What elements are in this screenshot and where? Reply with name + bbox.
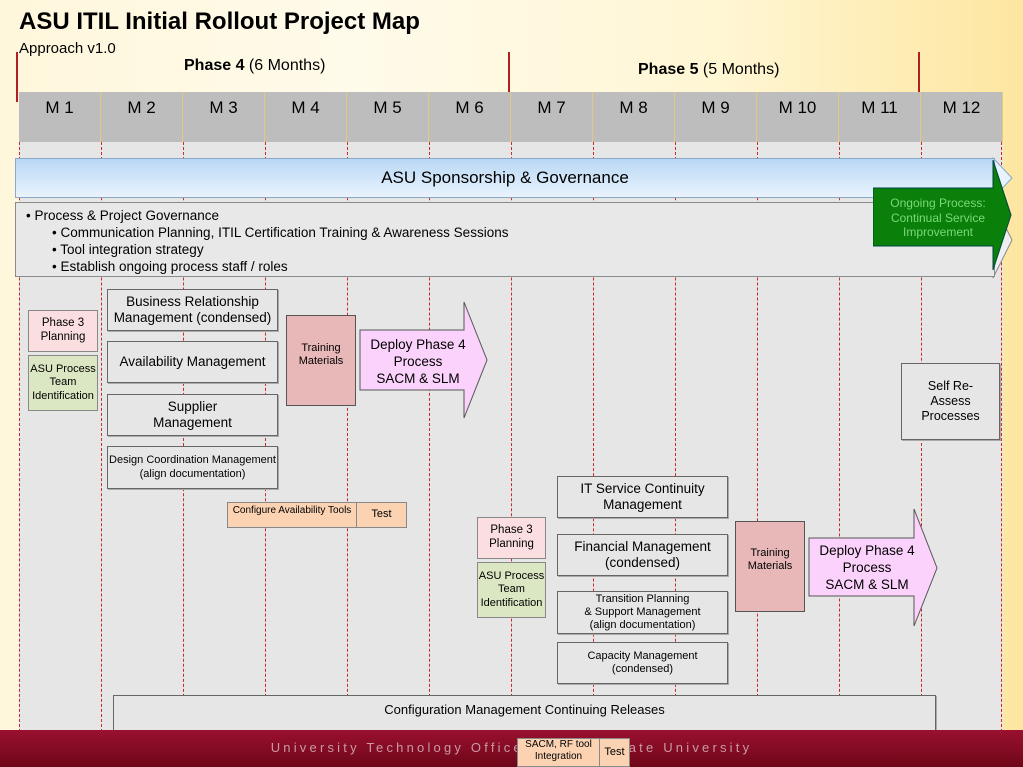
- month-header-4: M 4: [265, 92, 347, 142]
- month-header-7: M 7: [511, 92, 593, 142]
- month-header-12: M 12: [921, 92, 1003, 142]
- phase-4-name: Phase 4: [184, 57, 245, 74]
- financial-box: Financial Management (condensed): [557, 534, 728, 576]
- governance-item-4: Establish ongoing process staff / roles: [26, 258, 994, 275]
- month-divider-line: [347, 142, 348, 732]
- phase5-team-box: ASU Process Team Identification: [477, 562, 546, 618]
- month-header-11: M 11: [839, 92, 921, 142]
- phase5-planning-box: Phase 3 Planning: [477, 517, 546, 559]
- sacm-test-box: Test: [599, 738, 630, 767]
- phase-divider-middle: [508, 52, 510, 102]
- phase-5-label: Phase 5 (5 Months): [638, 61, 779, 79]
- phase-5-duration: (5 Months): [698, 61, 780, 78]
- sacm-tool-box: SACM, RF tool Integration: [517, 738, 600, 767]
- configure-tools-box: Configure Availability Tools: [227, 502, 357, 528]
- month-header-2: M 2: [101, 92, 183, 142]
- phase-4-duration: (6 Months): [244, 57, 326, 74]
- brm-box: Business Relationship Management (conden…: [107, 289, 278, 331]
- transition-planning-box: Transition Planning & Support Management…: [557, 591, 728, 634]
- month-header-9: M 9: [675, 92, 757, 142]
- month-divider-line: [429, 142, 430, 732]
- capacity-box: Capacity Management (condensed): [557, 642, 728, 684]
- availability-box: Availability Management: [107, 341, 278, 383]
- governance-box: Process & Project Governance Communicati…: [15, 202, 995, 277]
- phase4-test-box: Test: [356, 502, 407, 528]
- page-title: ASU ITIL Initial Rollout Project Map: [19, 8, 420, 35]
- month-header-6: M 6: [429, 92, 511, 142]
- phase4-deploy-label: Deploy Phase 4 Process SACM & SLM: [370, 337, 466, 386]
- month-header-5: M 5: [347, 92, 429, 142]
- governance-item-3: Tool integration strategy: [26, 241, 994, 258]
- month-divider-line: [101, 142, 102, 732]
- month-header-3: M 3: [183, 92, 265, 142]
- phase5-deploy-label: Deploy Phase 4 Process SACM & SLM: [819, 543, 915, 592]
- month-divider-line: [757, 142, 758, 732]
- month-divider-line: [183, 142, 184, 732]
- footer-bar: [0, 730, 1023, 767]
- itscm-box: IT Service Continuity Management: [557, 476, 728, 518]
- month-divider-line: [511, 142, 512, 732]
- month-edge-line: [19, 142, 20, 732]
- governance-item-2: Communication Planning, ITIL Certificati…: [26, 224, 994, 241]
- phase4-deploy-arrow: [359, 301, 488, 419]
- page-subtitle: Approach v1.0: [19, 40, 116, 57]
- self-reassess-box: Self Re-Assess Processes: [901, 363, 1000, 440]
- phase5-training-box: Training Materials: [735, 521, 805, 612]
- ongoing-process-label: Ongoing Process: Continual Service Impro…: [890, 196, 986, 239]
- phase4-team-box: ASU Process Team Identification: [28, 355, 98, 411]
- month-edge-line: [1001, 142, 1002, 732]
- month-header-8: M 8: [593, 92, 675, 142]
- phase-divider-right: [918, 52, 920, 102]
- month-divider-line: [265, 142, 266, 732]
- ongoing-process-arrow: [873, 160, 1012, 271]
- phase-4-label: Phase 4 (6 Months): [184, 57, 325, 75]
- phase5-deploy-arrow: [808, 508, 938, 627]
- phase-5-name: Phase 5: [638, 61, 699, 78]
- month-divider-line: [675, 142, 676, 732]
- footer-text: University Technology Office, Arizona St…: [270, 740, 753, 755]
- month-header-10: M 10: [757, 92, 839, 142]
- month-divider-line: [593, 142, 594, 732]
- month-divider-line: [839, 142, 840, 732]
- month-header-1: M 1: [19, 92, 101, 142]
- design-coordination-box: Design Coordination Management (align do…: [107, 446, 278, 489]
- phase4-planning-box: Phase 3 Planning: [28, 310, 98, 352]
- governance-item-1: Process & Project Governance: [26, 207, 994, 224]
- supplier-box: Supplier Management: [107, 394, 278, 436]
- phase-divider-left: [16, 52, 18, 102]
- sponsorship-banner: ASU Sponsorship & Governance: [15, 158, 995, 198]
- phase4-training-box: Training Materials: [286, 315, 356, 406]
